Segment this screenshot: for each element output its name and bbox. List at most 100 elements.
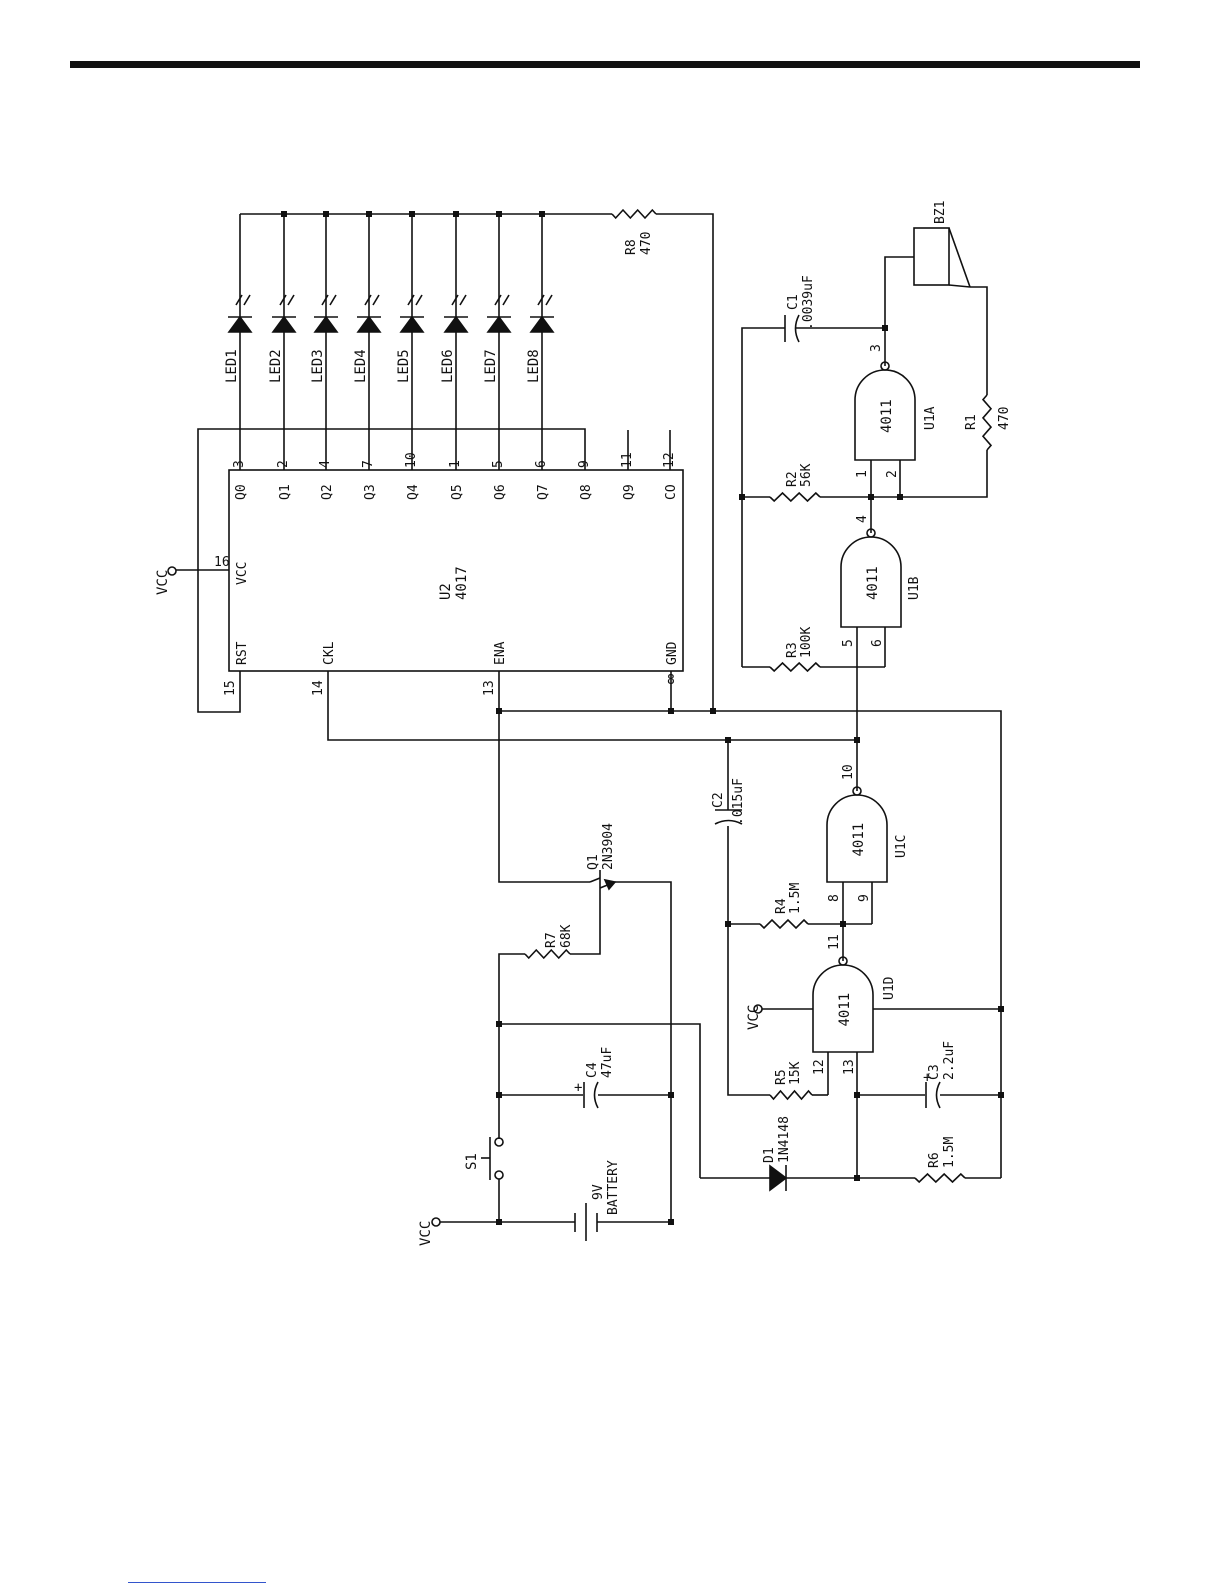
polarity-plus: + <box>923 1070 931 1086</box>
vcc-label: VCC <box>155 570 171 595</box>
bz1-wire <box>884 256 914 328</box>
d1-part-label: 1N4148 <box>777 1116 792 1163</box>
junction-dot <box>882 325 888 331</box>
r5-value-label: 15K <box>788 1061 803 1085</box>
led-label-led7: LED7 <box>483 349 499 383</box>
r7-left-wire <box>498 953 525 1139</box>
pin-number: 8 <box>827 894 842 902</box>
pin-name-co: CO <box>664 484 679 500</box>
battery-label: BATTERY <box>606 1160 621 1215</box>
pin-name-q3: Q3 <box>363 484 378 500</box>
r3-value-label: 100K <box>799 627 814 658</box>
pin-name-q2: Q2 <box>320 484 335 500</box>
pin-number: 12 <box>662 452 677 468</box>
led-emission-arrow <box>329 294 337 306</box>
r3-resistor <box>769 661 821 673</box>
u2-ref-label: U2 <box>438 583 454 600</box>
led-emission-arrow <box>364 294 372 306</box>
inversion-bubble <box>866 528 876 538</box>
pin-name-q4: Q4 <box>406 484 421 500</box>
r1-value-label: 470 <box>997 407 1012 430</box>
gate-part-label: 4011 <box>837 993 853 1027</box>
q1-part-label: 2N3904 <box>601 823 616 870</box>
led-triangle <box>399 315 425 333</box>
s1-ref-label: S1 <box>464 1153 480 1170</box>
led-emission-arrow <box>372 294 380 306</box>
led-label-led1: LED1 <box>224 349 240 383</box>
pin-name: CKL <box>322 641 337 665</box>
bz1-ref-label: BZ1 <box>933 201 948 224</box>
q1-emitter-wire <box>597 881 672 1223</box>
r8-value-label: 470 <box>639 232 654 255</box>
pin-number: 10 <box>404 452 419 468</box>
footer-link-underline[interactable] <box>128 1582 266 1583</box>
r1-resistor <box>981 394 993 451</box>
c1-ref-label: C1 <box>786 294 801 310</box>
junction-dot <box>496 211 502 217</box>
clock-wire <box>327 671 857 741</box>
pin-number: 16 <box>214 555 230 570</box>
junction-dot <box>323 211 329 217</box>
gate-part-label: 4011 <box>879 399 895 433</box>
pin-number: 8 <box>667 673 675 688</box>
junction-dot <box>854 1175 860 1181</box>
junction-dot <box>725 737 731 743</box>
pin-number: 4 <box>318 460 333 468</box>
r1-upper-wire <box>970 286 988 395</box>
c3-capacitor-curved <box>935 1081 941 1109</box>
q1-collector <box>589 877 601 883</box>
junction-dot <box>496 1021 502 1027</box>
pin-number: 13 <box>842 1059 857 1075</box>
junction-dot <box>496 1092 502 1098</box>
junction-dot <box>668 1219 674 1225</box>
pin-name-q7: Q7 <box>536 484 551 500</box>
c3-ref-label: C3 <box>927 1064 942 1080</box>
gate-ref-label: U1C <box>894 835 909 858</box>
junction-dot <box>496 708 502 714</box>
pin-name-q9: Q9 <box>622 484 637 500</box>
r7-value-label: 68K <box>559 924 574 948</box>
led-emission-arrow <box>235 294 243 306</box>
r2-resistor <box>769 491 821 503</box>
c2-value-label: .015uF <box>731 778 746 825</box>
r4-resistor <box>759 918 809 930</box>
junction-dot <box>897 494 903 500</box>
r7-ref-label: R7 <box>544 932 559 948</box>
pin-number: 10 <box>841 764 856 780</box>
junction-dot <box>668 708 674 714</box>
junction-dot <box>453 211 459 217</box>
led-label-led3: LED3 <box>310 349 326 383</box>
r8-ref-label: R8 <box>624 239 639 255</box>
u2-4017-body <box>228 469 684 672</box>
led-triangle <box>356 315 382 333</box>
led-emission-arrow <box>415 294 423 306</box>
led-emission-arrow <box>494 294 502 306</box>
u2-part-label: 4017 <box>454 566 470 600</box>
pin-number: 4 <box>855 515 870 523</box>
gate-ref-label: U1A <box>923 406 938 430</box>
led-triangle <box>443 315 469 333</box>
reset-loop-wire <box>197 428 586 713</box>
r6-resistor <box>914 1172 966 1184</box>
gate-ref-label: U1D <box>882 976 897 1000</box>
pin-number: 15 <box>223 680 238 696</box>
r2-ref-label: R2 <box>785 471 800 487</box>
buzzer-horn <box>948 284 971 288</box>
r1-lower-wire <box>871 450 988 498</box>
r8-return-wire <box>656 213 714 711</box>
c3-value-label: 2.2uF <box>942 1041 957 1080</box>
buzzer <box>913 227 950 286</box>
q1-emitter-arrow <box>603 878 617 891</box>
c4-ref-label: C4 <box>585 1062 600 1078</box>
led-emission-arrow <box>537 294 545 306</box>
c1-value-label: .0039uF <box>801 275 816 330</box>
junction-dot <box>854 737 860 743</box>
led-emission-arrow <box>243 294 251 306</box>
supply-to-d1-wire <box>499 1023 701 1178</box>
junction-dot <box>409 211 415 217</box>
junction-dot <box>998 1006 1004 1012</box>
gate-part-label: 4011 <box>865 566 881 600</box>
led-triangle <box>227 315 253 333</box>
r2-value-label: 56K <box>799 463 814 487</box>
